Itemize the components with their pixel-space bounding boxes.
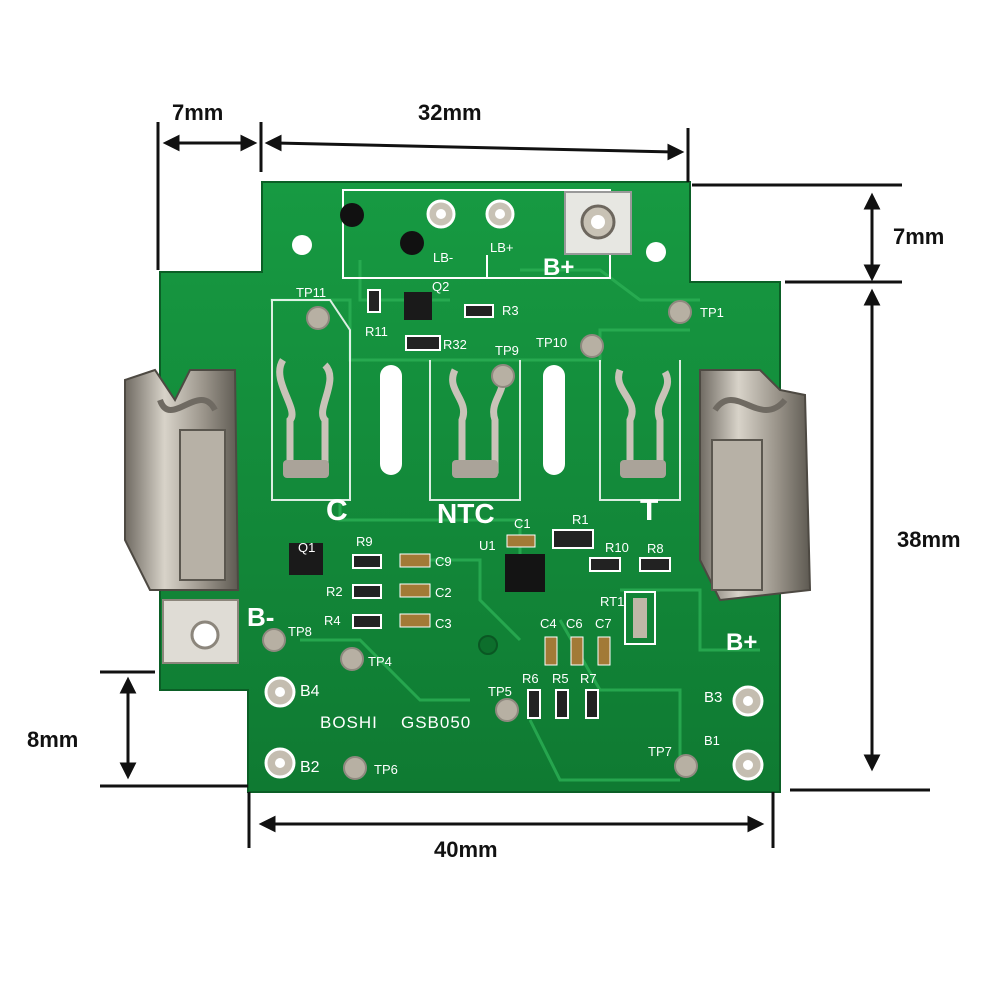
label-b1: B1 xyxy=(704,733,720,748)
board-slot xyxy=(543,365,565,475)
label-c3: C3 xyxy=(435,616,452,631)
label-r3: R3 xyxy=(502,303,519,318)
label-c: C xyxy=(326,494,348,527)
label-b3: B3 xyxy=(704,689,722,706)
b-minus-terminal xyxy=(124,368,240,591)
smd-components xyxy=(289,289,671,719)
label-b-minus: B- xyxy=(247,602,274,632)
label-r11: R11 xyxy=(365,324,388,339)
label-lb-plus: LB+ xyxy=(490,240,514,255)
label-r9: R9 xyxy=(356,534,373,549)
label-b-plus-top: B+ xyxy=(543,254,574,281)
label-c6: C6 xyxy=(566,616,583,631)
dimension-right-top-height: 7mm xyxy=(893,224,945,249)
label-c9: C9 xyxy=(435,554,452,569)
label-tp10: TP10 xyxy=(536,335,567,350)
label-b-plus-bottom: B+ xyxy=(726,629,757,656)
c-terminal-clip xyxy=(276,358,334,478)
label-r10: R10 xyxy=(605,540,629,555)
label-c1: C1 xyxy=(514,516,531,531)
label-r4: R4 xyxy=(324,613,341,628)
mounting-hole xyxy=(646,242,666,262)
tp4-dot xyxy=(340,647,364,671)
tp10-dot xyxy=(580,334,604,358)
label-tp6: TP6 xyxy=(374,762,398,777)
label-tp9: TP9 xyxy=(495,343,519,358)
label-tp5: TP5 xyxy=(488,684,512,699)
label-r8: R8 xyxy=(647,541,664,556)
label-brand: BOSHI xyxy=(320,713,378,732)
label-model: GSB050 xyxy=(401,713,471,732)
label-t: T xyxy=(640,494,658,527)
dimension-right-height: 38mm xyxy=(897,527,961,552)
label-r1: R1 xyxy=(572,512,589,527)
rt1-outline xyxy=(624,591,656,645)
label-rt1: RT1 xyxy=(600,594,624,609)
label-c7: C7 xyxy=(595,616,612,631)
label-q1: Q1 xyxy=(298,540,315,555)
label-ntc: NTC xyxy=(437,498,495,529)
tp5-dot xyxy=(495,698,519,722)
test-points xyxy=(262,300,698,780)
tp8-dot xyxy=(262,628,286,652)
black-marking xyxy=(400,231,424,255)
board-slot xyxy=(380,365,402,475)
tp7-dot xyxy=(674,754,698,778)
label-r32: R32 xyxy=(443,337,467,352)
b-pads xyxy=(264,676,764,781)
tp1-dot xyxy=(668,300,692,324)
t-terminal-clip xyxy=(615,368,671,478)
label-b4: B4 xyxy=(300,683,320,700)
dimension-bottom-left-height: 8mm xyxy=(27,727,79,752)
dimension-top-left-width: 7mm xyxy=(172,100,224,125)
label-q2: Q2 xyxy=(432,279,449,294)
tp6-dot xyxy=(343,756,367,780)
tp9-dot xyxy=(491,364,515,388)
label-tp7: TP7 xyxy=(648,744,672,759)
label-c4: C4 xyxy=(540,616,557,631)
label-u1: U1 xyxy=(479,538,496,553)
b-plus-terminal xyxy=(699,369,812,602)
label-tp1: TP1 xyxy=(700,305,724,320)
dimension-lines xyxy=(100,122,930,848)
label-r5: R5 xyxy=(552,671,569,686)
label-r2: R2 xyxy=(326,584,343,599)
black-marking xyxy=(340,203,364,227)
label-r7: R7 xyxy=(580,671,597,686)
dimension-top-width: 32mm xyxy=(418,100,482,125)
label-r6: R6 xyxy=(522,671,539,686)
label-c2: C2 xyxy=(435,585,452,600)
tp11-dot xyxy=(306,306,330,330)
mounting-hole xyxy=(292,235,312,255)
label-tp8: TP8 xyxy=(288,624,312,639)
dimension-bottom-width: 40mm xyxy=(434,837,498,862)
ntc-terminal-clip xyxy=(449,368,507,478)
u1-chip xyxy=(505,554,545,592)
label-lb-minus: LB- xyxy=(433,250,453,265)
label-b2: B2 xyxy=(300,759,320,776)
label-tp11: TP11 xyxy=(296,285,326,300)
label-tp4: TP4 xyxy=(368,654,392,669)
